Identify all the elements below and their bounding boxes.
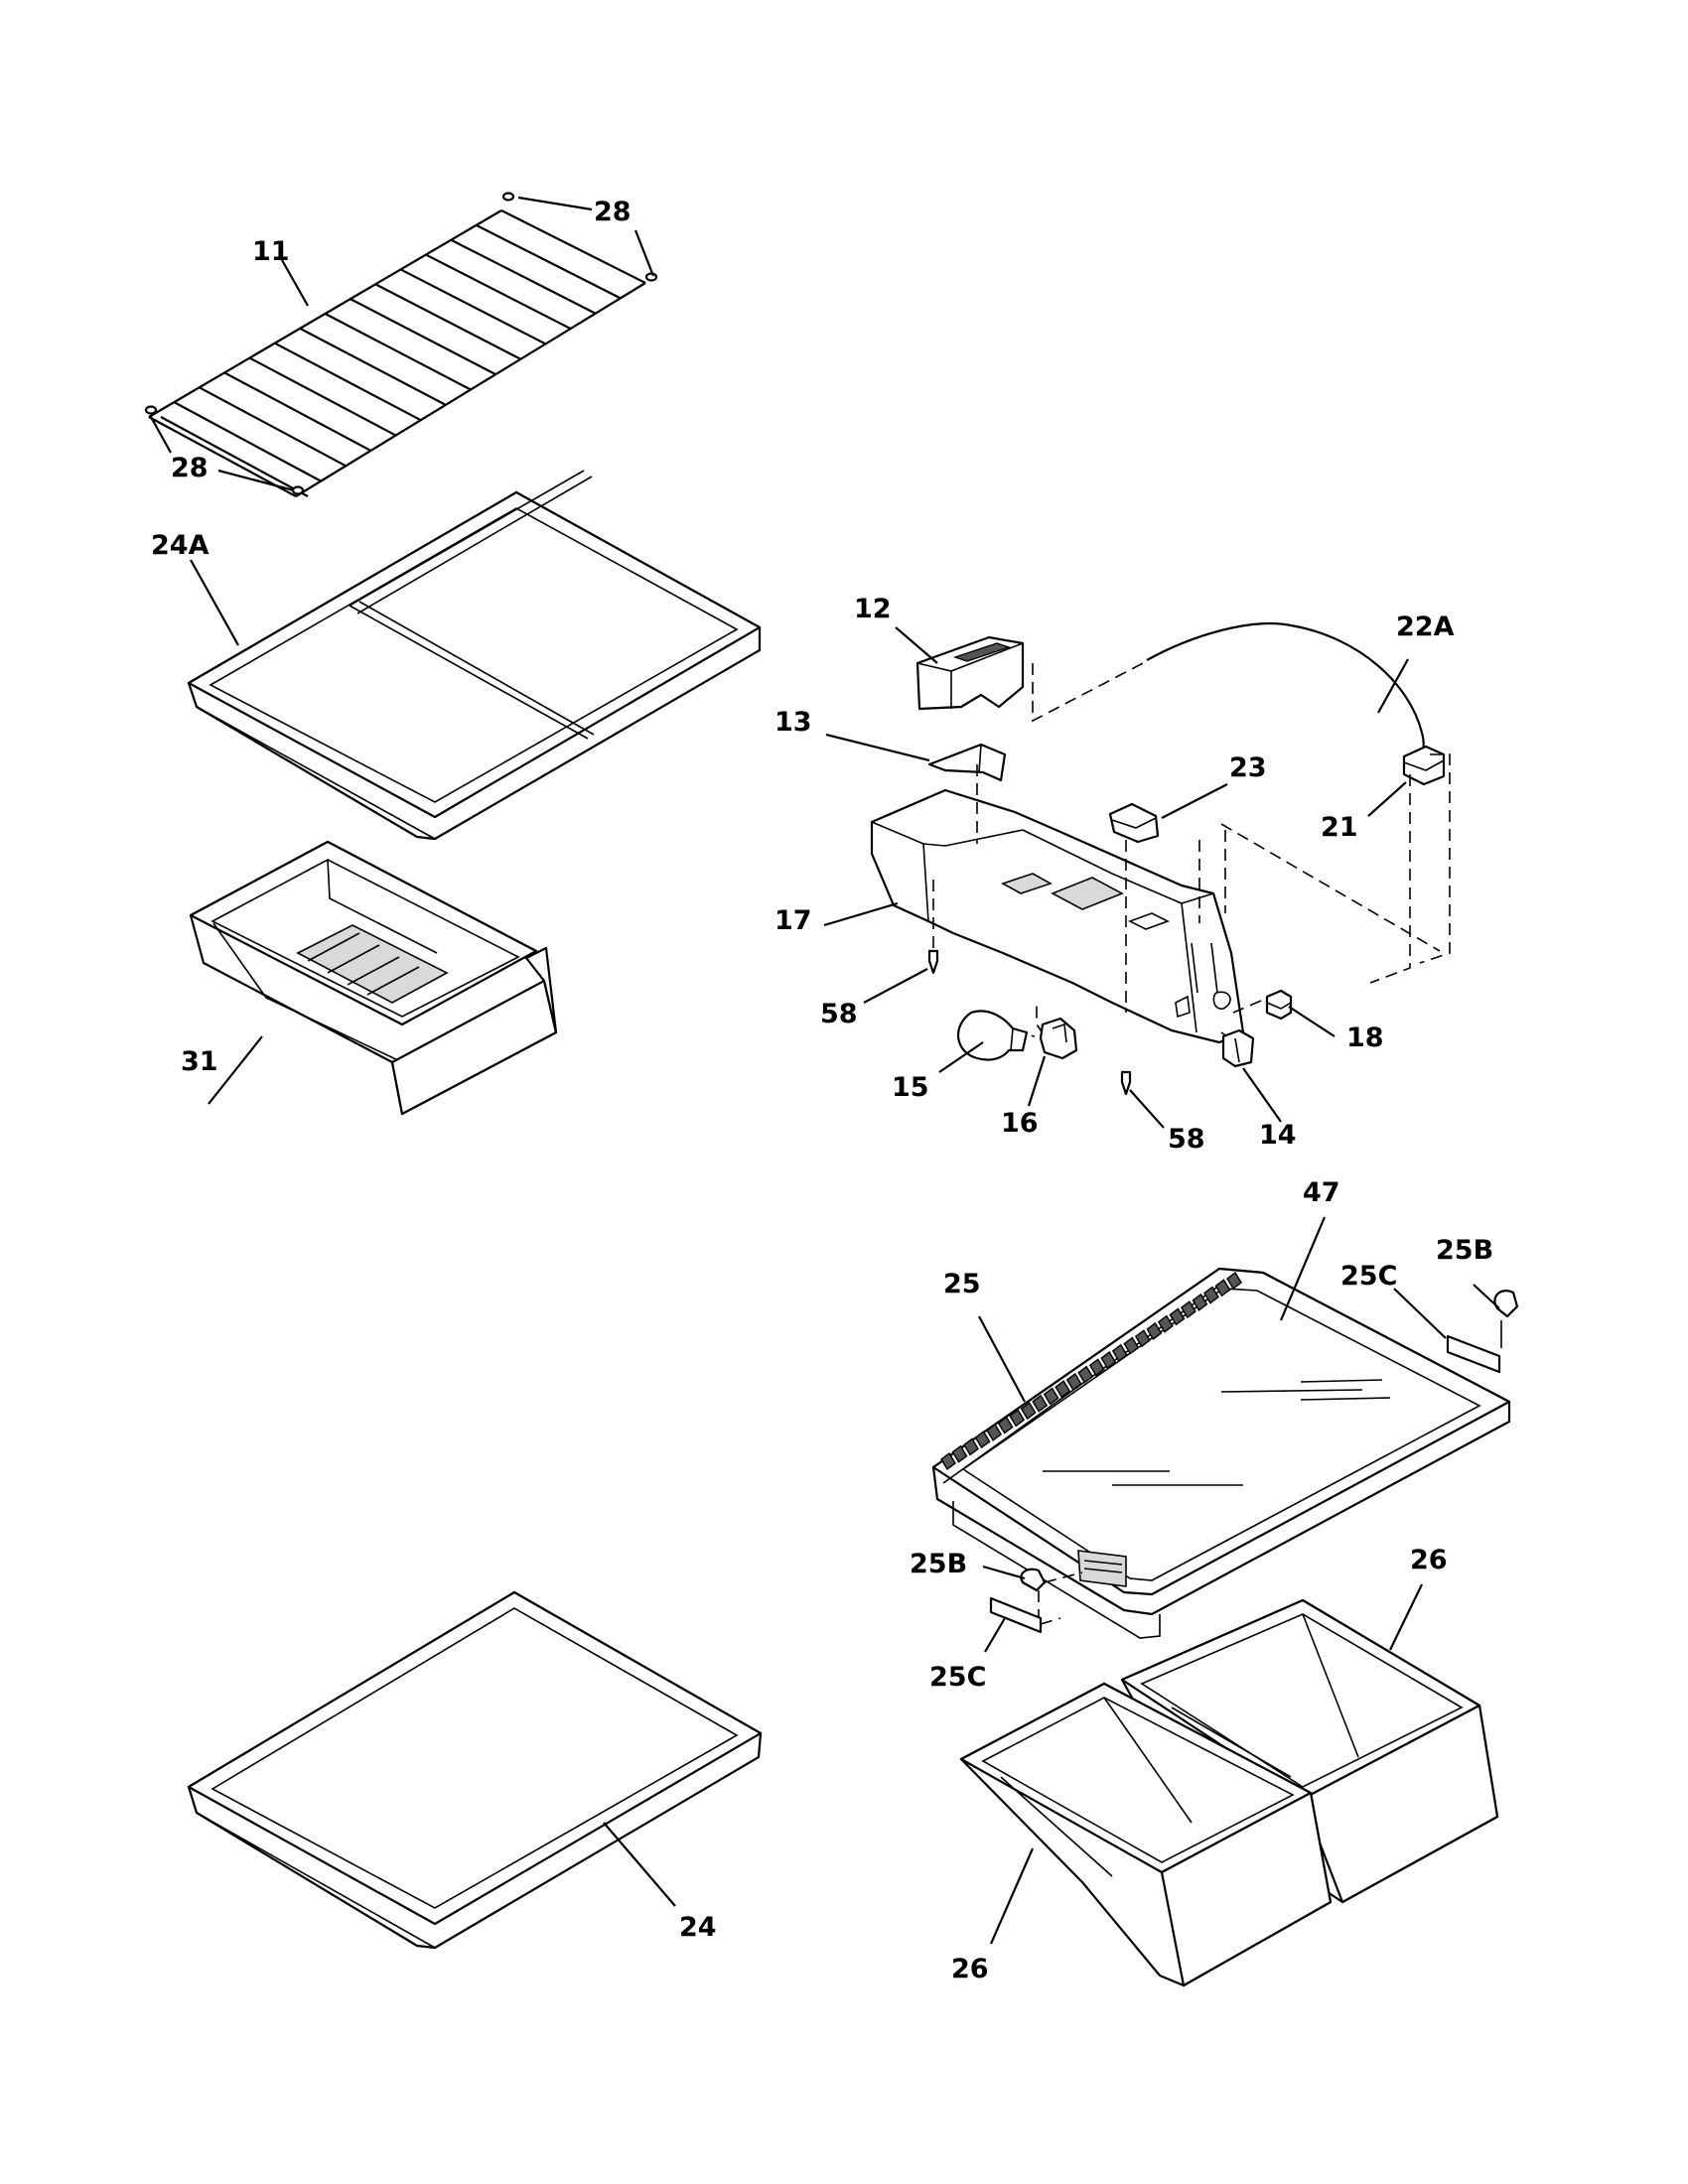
label-22a: 22A xyxy=(1396,612,1455,642)
label-28-bottom: 28 xyxy=(171,453,209,483)
vent-slot xyxy=(940,1451,956,1471)
vent-slot xyxy=(1020,1402,1037,1421)
vent-slot xyxy=(1055,1380,1071,1399)
glass-shelf-frame xyxy=(187,470,762,841)
label-17: 17 xyxy=(774,905,812,936)
vent-slot xyxy=(1169,1307,1186,1326)
vent-slot xyxy=(1009,1409,1026,1428)
part-25b-right xyxy=(1493,1290,1519,1318)
wire-rod xyxy=(148,416,297,497)
part-labels: 11 28 28 24A 31 12 22A 13 23 21 17 58 15… xyxy=(151,197,1493,1984)
vent-slot xyxy=(951,1444,968,1463)
wire-rod xyxy=(476,223,622,300)
label-25c-bottom: 25C xyxy=(929,1662,986,1693)
wire-rod xyxy=(248,356,397,437)
vent-slot xyxy=(1065,1372,1082,1391)
label-58-left: 58 xyxy=(820,999,858,1029)
label-31: 31 xyxy=(181,1046,218,1077)
wire-rod xyxy=(400,268,546,345)
label-25b-bottom: 25B xyxy=(910,1549,967,1579)
part-25c-right xyxy=(1446,1334,1501,1374)
crisper-cover xyxy=(931,1267,1519,1639)
label-24: 24 xyxy=(679,1912,717,1943)
vent-slot xyxy=(1192,1293,1208,1311)
vent-slot xyxy=(1100,1351,1117,1370)
wire-rod xyxy=(324,313,472,391)
vent-slot xyxy=(1157,1314,1174,1333)
crisper-drawers xyxy=(959,1598,1499,1987)
wire-rod xyxy=(274,341,422,422)
wire-rod xyxy=(199,386,347,468)
label-25: 25 xyxy=(943,1269,981,1299)
vent-slot xyxy=(974,1431,991,1449)
wire-rod xyxy=(223,371,371,452)
vent-slot xyxy=(997,1416,1014,1434)
label-26-right: 26 xyxy=(1410,1545,1448,1575)
label-25c-top: 25C xyxy=(1340,1261,1397,1292)
vent-slot xyxy=(1180,1300,1196,1319)
wire-shelf xyxy=(144,192,658,497)
vent-slot xyxy=(1146,1321,1163,1340)
label-23: 23 xyxy=(1229,752,1267,783)
part-25c-left xyxy=(989,1596,1043,1634)
screw-58-left xyxy=(927,949,939,975)
wire-rod xyxy=(374,283,521,360)
part-13 xyxy=(927,743,1007,782)
label-15: 15 xyxy=(892,1072,929,1103)
part-23 xyxy=(1108,802,1160,844)
label-11: 11 xyxy=(252,236,290,267)
vent-slot xyxy=(1077,1365,1094,1384)
wire-rod xyxy=(350,298,496,376)
socket-16 xyxy=(1039,1017,1078,1060)
knob-18 xyxy=(1265,989,1293,1021)
label-47: 47 xyxy=(1303,1177,1340,1208)
screw-58-right xyxy=(1120,1070,1132,1096)
vent-slot xyxy=(1088,1358,1105,1377)
part-12 xyxy=(915,635,1025,711)
label-16: 16 xyxy=(1001,1108,1039,1139)
vent-slot xyxy=(1032,1394,1049,1413)
switch-14 xyxy=(1221,1028,1255,1068)
label-26-left: 26 xyxy=(951,1954,989,1984)
leader-lines xyxy=(150,196,1500,1945)
vent-slot xyxy=(1111,1343,1128,1362)
label-18: 18 xyxy=(1346,1023,1384,1053)
vent-slot xyxy=(1134,1329,1151,1348)
part-17 xyxy=(870,788,1245,1044)
label-58-right: 58 xyxy=(1168,1124,1205,1155)
wire-rod xyxy=(425,253,572,331)
part-25b-left xyxy=(1020,1568,1047,1592)
label-28-top: 28 xyxy=(594,197,632,227)
label-14: 14 xyxy=(1259,1120,1297,1151)
vent-slot xyxy=(963,1437,979,1456)
label-24a: 24A xyxy=(151,530,210,561)
label-25b-top: 25B xyxy=(1436,1235,1493,1266)
label-13: 13 xyxy=(774,707,812,738)
label-12: 12 xyxy=(854,594,892,624)
part-21 xyxy=(1402,745,1446,786)
deli-pan xyxy=(189,840,558,1116)
wire-rod xyxy=(299,327,447,406)
wire-rod xyxy=(450,238,597,315)
vent-slot xyxy=(1043,1387,1059,1406)
vent-slot xyxy=(1203,1286,1219,1304)
vent-slot xyxy=(986,1423,1003,1441)
vent-slot xyxy=(1123,1336,1140,1355)
vent-slot xyxy=(1226,1271,1242,1291)
wire-rod xyxy=(173,401,322,482)
glass-shelf-lower xyxy=(187,1590,763,1950)
vent-slot xyxy=(1214,1279,1231,1297)
label-21: 21 xyxy=(1321,812,1358,843)
wire-rod xyxy=(500,209,646,284)
wire-22a xyxy=(1146,621,1425,763)
control-housing-assembly xyxy=(870,621,1451,1096)
